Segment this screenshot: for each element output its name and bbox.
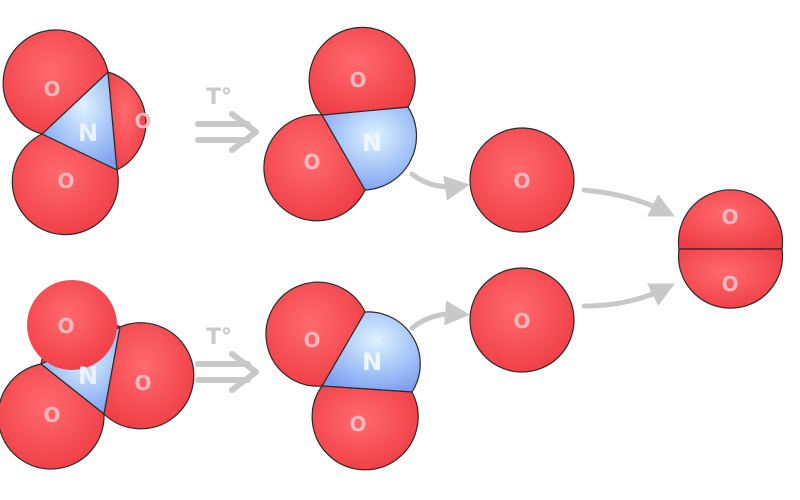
nitrogen-label: N: [78, 362, 98, 390]
o2-molecule: O O: [677, 189, 784, 309]
oxygen-label: O: [303, 328, 320, 352]
free-oxygen-atom-top: O: [469, 127, 575, 233]
no3-molecule-top: O O O N: [2, 29, 152, 236]
oxygen-atom: [265, 281, 366, 387]
oxygen-atom: [0, 363, 105, 470]
oxygen-atom-2: [107, 71, 147, 171]
no3-molecule-bottom: O O O N: [0, 280, 195, 470]
temperature-label: T°: [206, 85, 232, 110]
oxygen-label: O: [513, 169, 530, 193]
heat-arrow-bottom: T°: [195, 325, 259, 393]
double-arrow-icon: [195, 351, 259, 393]
oxygen-label: O: [513, 309, 530, 333]
double-arrow-icon: [195, 111, 259, 153]
oxygen-atom: [263, 114, 366, 222]
release-arrow-top: [409, 171, 470, 201]
nitrogen-atom: [321, 106, 418, 191]
nitrogen-label: N: [362, 129, 382, 157]
heat-arrow-top: T°: [195, 85, 259, 153]
release-arrow-bottom: [409, 300, 470, 331]
oxygen-atom-3: [11, 133, 119, 236]
oxygen-atom: [308, 26, 416, 116]
oxygen-label: O: [721, 272, 738, 296]
oxygen-atom-1: [2, 29, 109, 135]
oxygen-atom: [311, 385, 419, 471]
free-oxygen-atom-bottom: O: [469, 267, 575, 373]
oxygen-label: O: [721, 205, 738, 229]
oxygen-label: O: [303, 150, 320, 174]
temperature-label: T°: [206, 325, 232, 350]
nitrogen-label: N: [78, 119, 98, 147]
oxygen-label: O: [43, 403, 60, 427]
oxygen-atom-upper: [677, 189, 784, 250]
oxygen-label: O: [349, 68, 366, 92]
combine-arrow-top: [581, 187, 675, 217]
oxygen-label: O: [57, 169, 74, 193]
nitrogen-atom: [320, 311, 421, 393]
no2-molecule-top: O O N: [263, 26, 418, 222]
oxygen-atom-lower: [677, 248, 784, 309]
oxygen-label: O: [134, 371, 151, 395]
oxygen-atom: [103, 322, 195, 430]
oxygen-label: O: [43, 77, 60, 101]
oxygen-label: O: [57, 314, 74, 338]
oxygen-label: O: [349, 412, 366, 436]
nitrogen-label: N: [362, 348, 382, 376]
oxygen-atom-upper-fill: [27, 280, 117, 370]
no2-molecule-bottom: O O N: [265, 281, 421, 471]
combine-arrow-bottom: [581, 283, 675, 309]
oxygen-label: O: [134, 109, 151, 133]
